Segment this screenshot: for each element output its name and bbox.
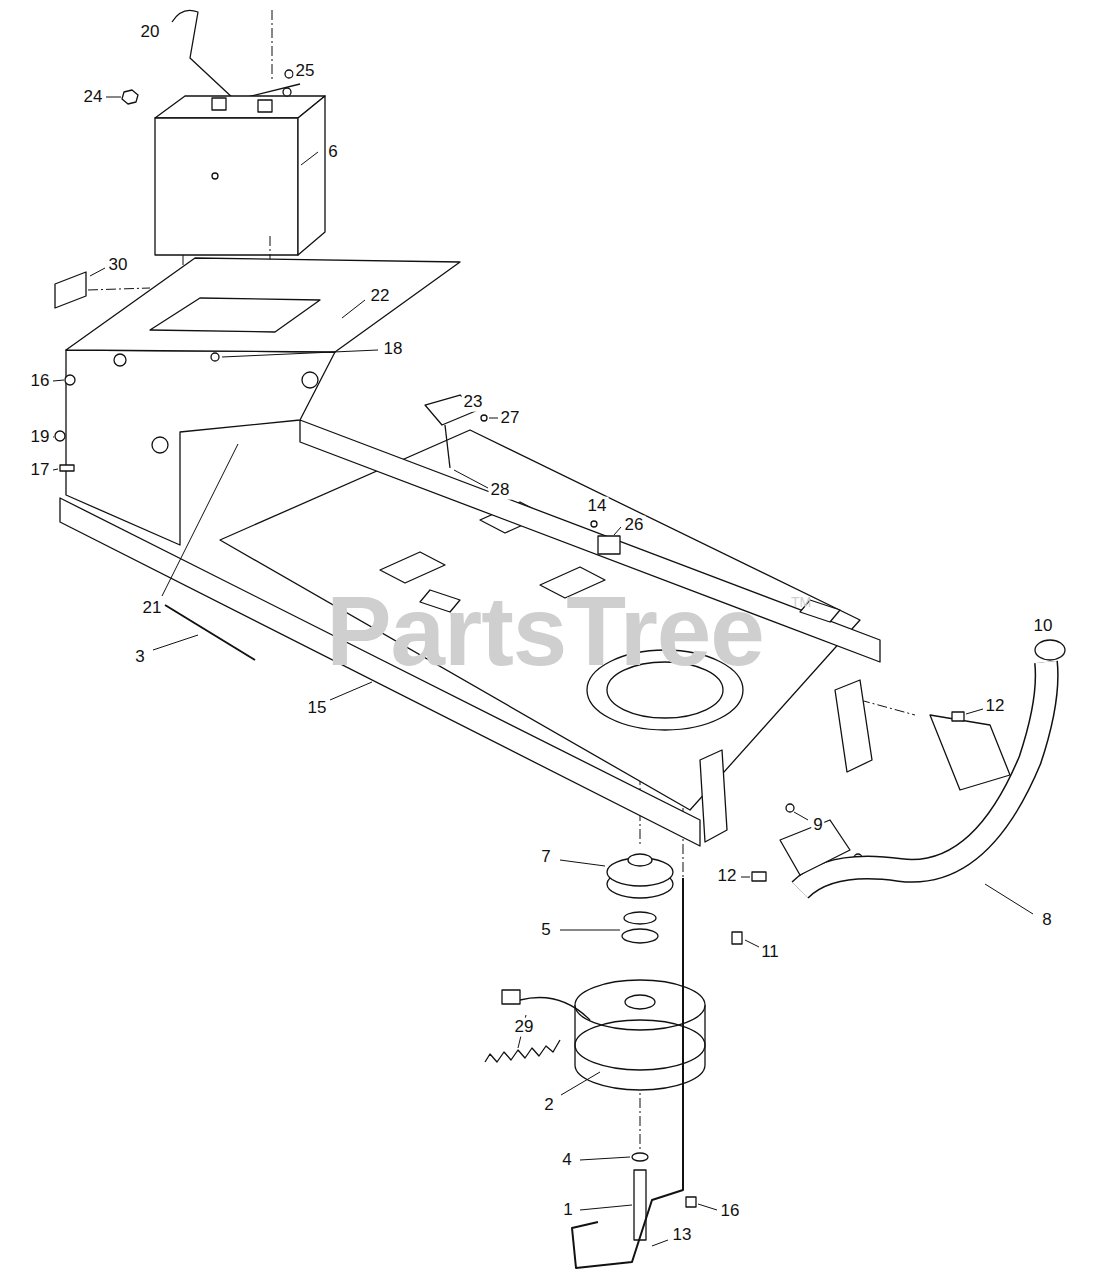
callout-number: 8 bbox=[1040, 911, 1053, 930]
trademark-mark: TM bbox=[789, 595, 813, 610]
callout-number: 7 bbox=[539, 848, 552, 867]
callout-number: 6 bbox=[326, 143, 339, 162]
callout-number: 28 bbox=[489, 481, 512, 500]
callout-number: 30 bbox=[107, 256, 130, 275]
callout-number: 19 bbox=[29, 428, 52, 447]
callout-number: 22 bbox=[369, 287, 392, 306]
callout-number: 9 bbox=[811, 816, 824, 835]
callout-number: 2 bbox=[542, 1096, 555, 1115]
callout-number: 12 bbox=[984, 697, 1007, 716]
callout-number: 10 bbox=[1032, 617, 1055, 636]
watermark: PartsTree bbox=[324, 578, 766, 686]
callout-number: 27 bbox=[499, 409, 522, 428]
callout-number: 29 bbox=[513, 1018, 536, 1037]
callout-number: 20 bbox=[139, 23, 162, 42]
callout-number: 3 bbox=[133, 648, 146, 667]
callout-number: 17 bbox=[29, 461, 52, 480]
callout-number: 16 bbox=[29, 372, 52, 391]
callout-number: 1 bbox=[561, 1201, 574, 1220]
callout-number: 13 bbox=[671, 1226, 694, 1245]
callout-number: 5 bbox=[539, 921, 552, 940]
callout-number: 14 bbox=[586, 497, 609, 516]
callout-number: 26 bbox=[623, 516, 646, 535]
callout-number: 11 bbox=[759, 943, 781, 962]
callout-number: 18 bbox=[382, 340, 405, 359]
callout-number: 12 bbox=[716, 867, 739, 886]
callout-number: 15 bbox=[306, 699, 329, 718]
callout-number: 24 bbox=[82, 88, 105, 107]
callout-number: 25 bbox=[294, 62, 317, 81]
callout-number: 16 bbox=[719, 1202, 742, 1221]
callout-number: 21 bbox=[141, 599, 164, 618]
callout-number: 23 bbox=[462, 393, 485, 412]
callout-number: 4 bbox=[560, 1151, 573, 1170]
